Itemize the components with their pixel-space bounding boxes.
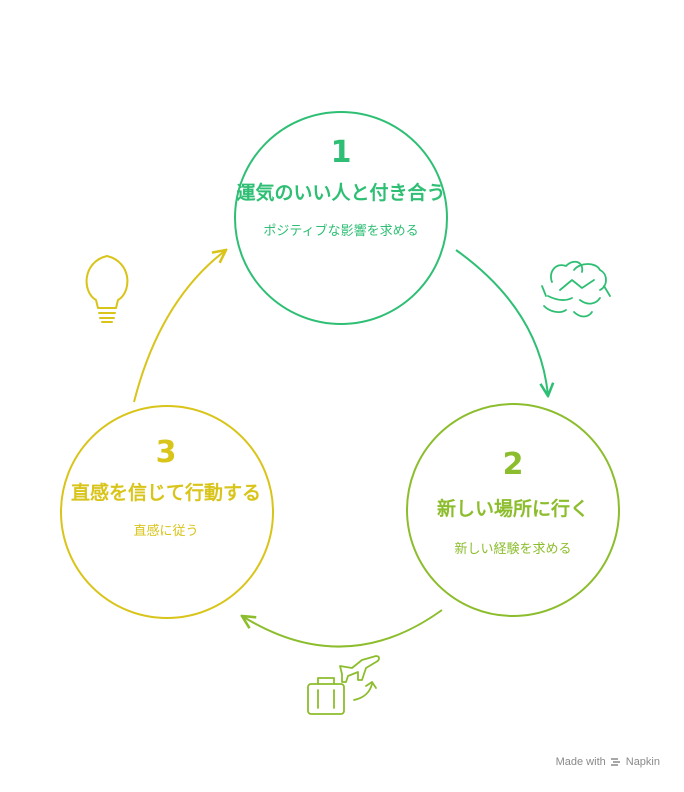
- napkin-logo-icon: [610, 758, 620, 766]
- step-number: 3: [155, 435, 177, 470]
- step-title: 運気のいい人と付き合う: [236, 182, 446, 204]
- step-2: 2 新しい場所に行く 新しい経験を求める: [408, 448, 618, 560]
- step-3: 3 直感を信じて行動する 直感に従う: [61, 436, 271, 542]
- step-description: 直感に従う: [133, 524, 199, 539]
- step-title: 直感を信じて行動する: [70, 482, 261, 504]
- step-3-circle: [60, 405, 274, 619]
- made-with-credit[interactable]: Made with Napkin: [556, 756, 660, 768]
- step-description: ポジティブな影響を求める: [263, 224, 419, 239]
- step-number: 1: [330, 135, 352, 170]
- arrow-3-to-1: [133, 250, 226, 403]
- step-description: 新しい経験を求める: [454, 542, 572, 557]
- step-2-circle: [406, 403, 620, 617]
- travel-luggage-airplane-icon: [307, 655, 380, 715]
- handshake-icon: [541, 260, 611, 318]
- arrow-2-to-3: [242, 609, 443, 648]
- step-1: 1 運気のいい人と付き合う ポジティブな影響を求める: [236, 136, 446, 242]
- brand-name: Napkin: [625, 756, 660, 768]
- step-1-circle: [234, 111, 448, 325]
- step-number: 2: [502, 447, 524, 482]
- step-title: 新しい場所に行く: [436, 498, 589, 520]
- made-with-label: Made with: [555, 756, 606, 768]
- arrow-1-to-2: [455, 249, 548, 396]
- lightbulb-icon: [85, 255, 129, 323]
